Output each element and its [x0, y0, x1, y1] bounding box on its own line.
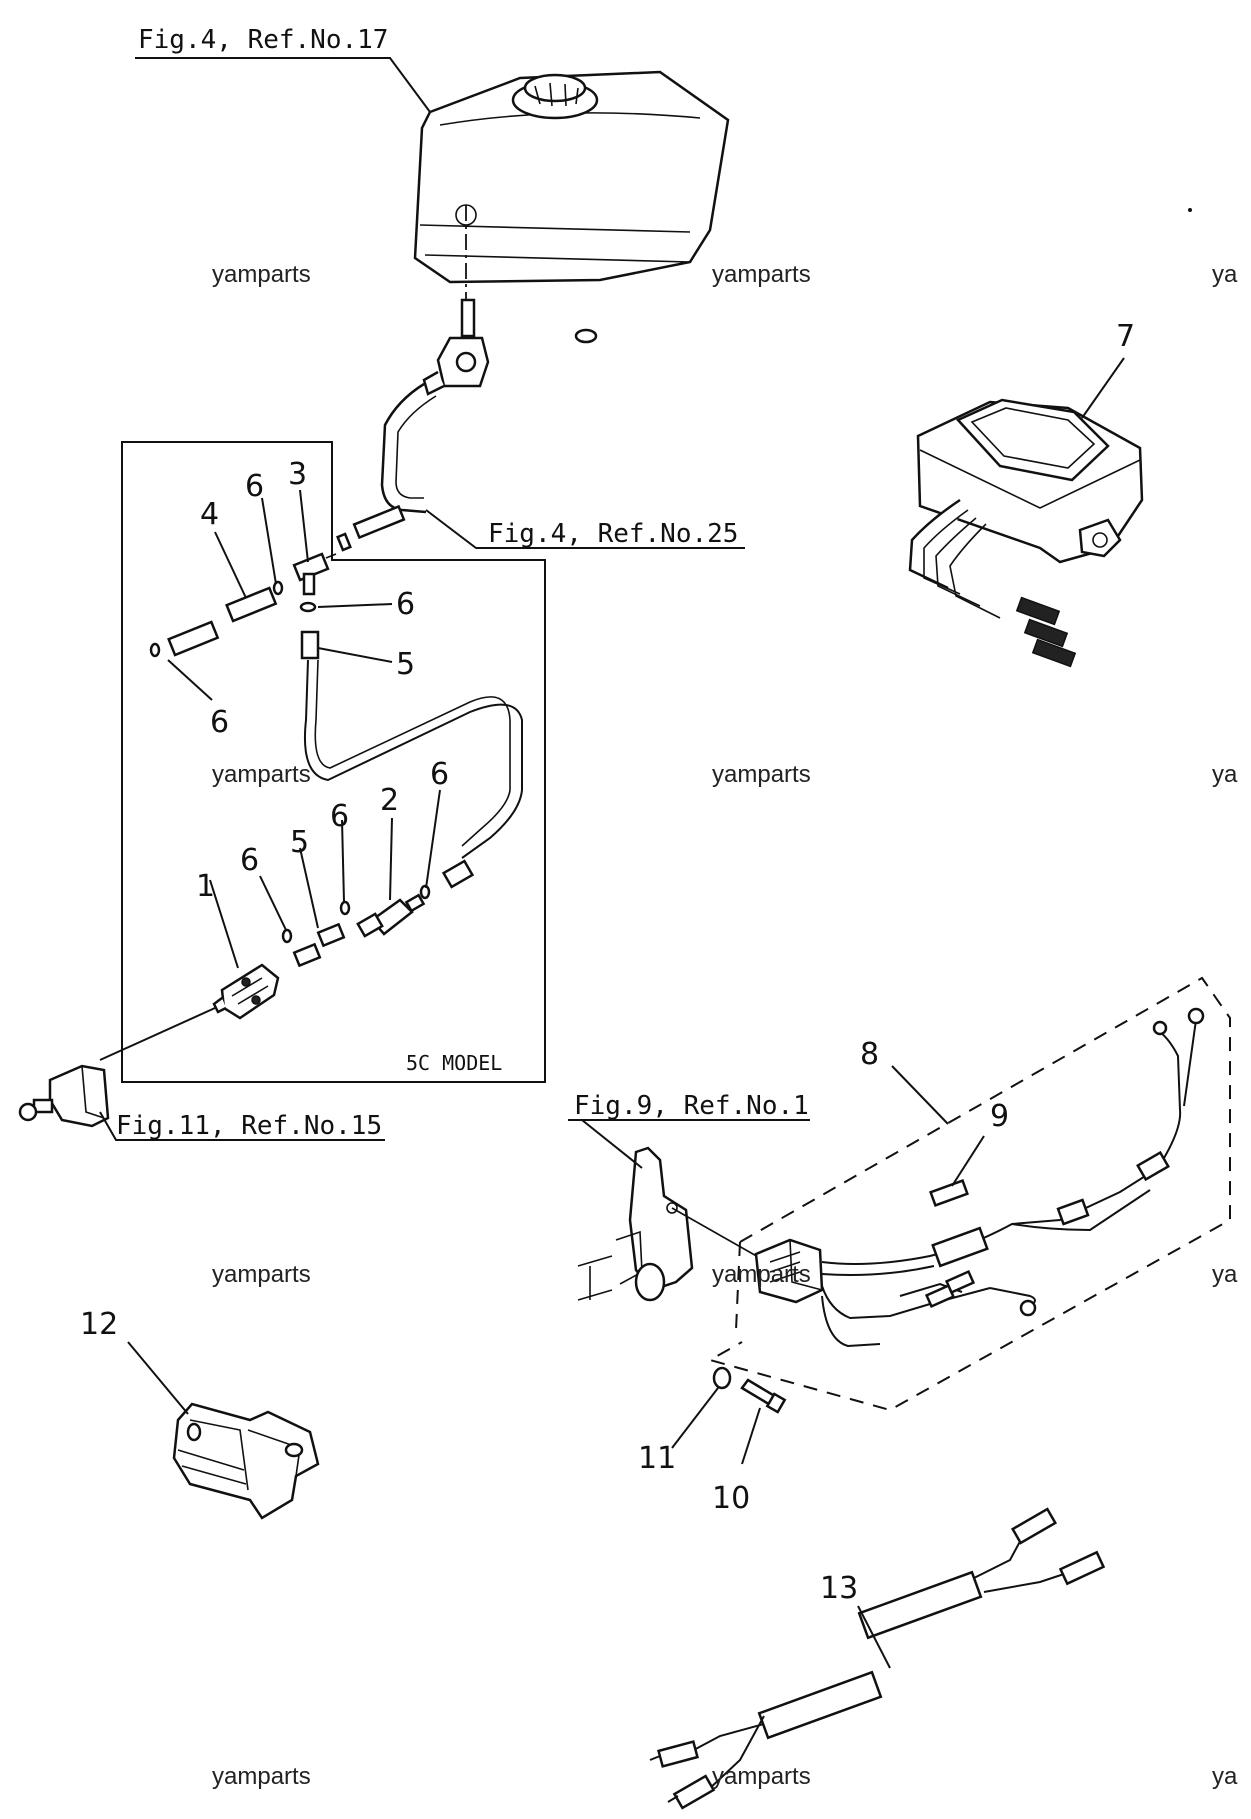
hose-part-4 — [225, 586, 278, 623]
cover-part-12 — [172, 1402, 320, 1520]
watermark: yamparts — [712, 761, 811, 788]
clips-part-6 — [149, 580, 431, 944]
part-number-5-b: 5 — [290, 825, 309, 860]
leader-lines — [99, 57, 1125, 1669]
part-number-6-f: 6 — [240, 843, 259, 878]
fuel-hose — [336, 382, 437, 552]
watermark: yamparts — [212, 1261, 311, 1288]
harness-wires — [821, 1007, 1205, 1348]
fuse-part-9 — [929, 1179, 969, 1207]
part-number-9: 9 — [990, 1099, 1009, 1134]
washer-part-11 — [712, 1366, 732, 1390]
fuel-cock — [422, 298, 490, 396]
part-number-6-e: 6 — [330, 799, 349, 834]
fuel-pump-part-1 — [212, 963, 280, 1020]
watermark: yamparts — [712, 1261, 811, 1288]
stray-dot — [1188, 208, 1192, 212]
part-number-11: 11 — [638, 1441, 676, 1476]
part-number-6-a: 6 — [245, 469, 264, 504]
ref-hose-label: Fig.4, Ref.No.25 — [488, 519, 738, 549]
cdi-unit-part-7 — [908, 398, 1144, 668]
part-number-10: 10 — [712, 1481, 750, 1516]
hose-left — [167, 620, 220, 657]
harness-group-part-8 — [707, 976, 1231, 1412]
model-label: 5C MODEL — [406, 1051, 502, 1075]
part-number-8: 8 — [860, 1037, 879, 1072]
watermark: yamparts — [712, 1763, 811, 1790]
fuel-tank — [413, 70, 730, 344]
part-number-3: 3 — [288, 457, 307, 492]
watermark-edge: ya — [1212, 1261, 1238, 1288]
watermark: yamparts — [212, 1763, 311, 1790]
ref-bracket-label: Fig.9, Ref.No.1 — [574, 1091, 809, 1121]
bracket-bolt-line — [671, 1207, 761, 1259]
model-box — [121, 441, 546, 1083]
ref-switch-label: Fig.11, Ref.No.15 — [116, 1111, 382, 1141]
rectifier — [754, 1238, 824, 1304]
bracket-fig9 — [577, 1146, 694, 1302]
pump-to-switch-line — [99, 1007, 216, 1061]
watermark: yamparts — [212, 261, 311, 288]
part-number-12: 12 — [80, 1307, 118, 1342]
part-number-5-a: 5 — [396, 647, 415, 682]
fuel-line — [304, 659, 523, 859]
part-number-1: 1 — [196, 869, 215, 904]
hose-part-5 — [292, 630, 346, 968]
part-number-6-c: 6 — [210, 705, 229, 740]
switch-fig11 — [18, 1064, 110, 1128]
watermark: yamparts — [712, 261, 811, 288]
part-number-6-b: 6 — [396, 587, 415, 622]
ref-tank-label: Fig.4, Ref.No.17 — [138, 25, 388, 55]
watermark-edge: ya — [1212, 261, 1238, 288]
part-number-4: 4 — [200, 497, 219, 532]
watermark-edge: ya — [1212, 761, 1238, 788]
bolt-part-10 — [740, 1378, 787, 1414]
filter-part-2 — [356, 859, 475, 938]
t-joint-part-3 — [292, 552, 337, 596]
part-number-13: 13 — [820, 1571, 858, 1606]
watermark: yamparts — [212, 761, 311, 788]
watermark-edge: ya — [1212, 1763, 1238, 1790]
part-number-6-d: 6 — [430, 757, 449, 792]
part-number-7: 7 — [1116, 319, 1135, 354]
part-number-2: 2 — [380, 783, 399, 818]
harness-part-13 — [649, 1507, 1106, 1810]
